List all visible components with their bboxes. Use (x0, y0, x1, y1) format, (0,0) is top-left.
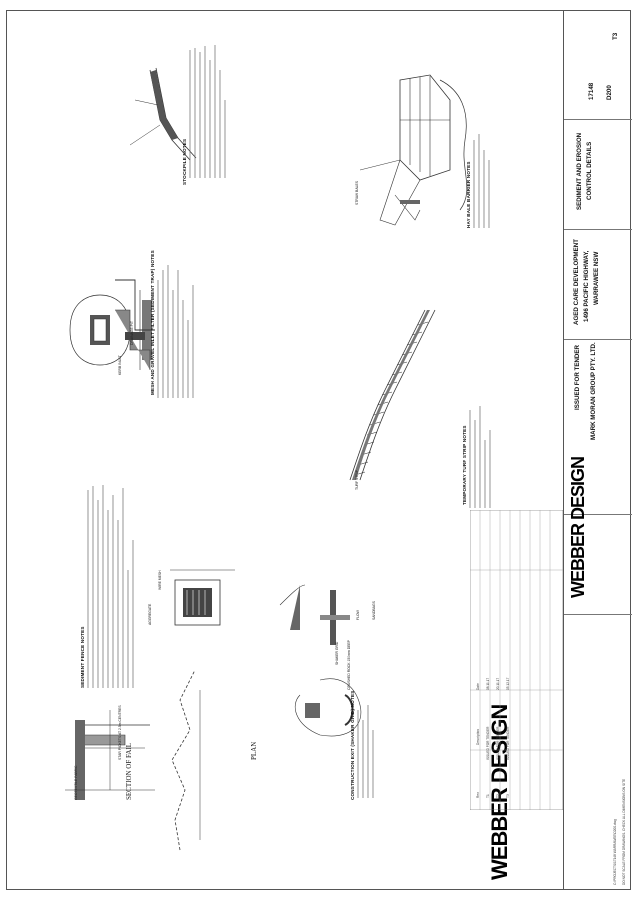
sandbags-label: SANDBAGS (372, 601, 376, 620)
drawing-title-line1: SEDIMENT AND EROSION (576, 132, 583, 210)
drawing-sheet (6, 10, 631, 890)
ramp-label: CRUSHED ROCK 150mm DEEP (347, 640, 351, 690)
tb-drawing-number-cell (564, 10, 632, 120)
stockpile-notes-text (189, 45, 226, 178)
sediment-trap-detail (170, 569, 235, 626)
revision-table (470, 510, 563, 810)
stockpile-detail (129, 67, 197, 161)
geotextile-label: GEOTEXTILE FABRIC (74, 765, 78, 800)
project-line2: 1496 PACIFIC HIGHWAY, (583, 250, 590, 322)
tb-status-cell (564, 340, 632, 515)
project-number: 17148 (588, 82, 595, 100)
rev-header-date: Date (476, 683, 480, 690)
turf-strip-detail (349, 309, 436, 481)
construction-exit-detail (279, 584, 362, 737)
rev-row-1-date: 08.11.17 (486, 677, 490, 690)
drawing-number: D200 (606, 85, 613, 100)
fence-section-caption: SECTION OF FAIL (125, 742, 133, 800)
rev-row-2-desc: ISSUED FOR TENDER (496, 726, 500, 760)
pit-notes-text (157, 265, 194, 398)
sediment-fence-plan (171, 669, 201, 851)
tb-project-cell (564, 230, 632, 340)
rev-row-2-rev: T2 (496, 794, 500, 798)
shaker-notes-text (357, 705, 374, 798)
star-pickets-label: STAR PICKETS AT 2.5m CENTRES (118, 705, 122, 760)
rev-row-1-desc: ISSUED FOR TENDER (486, 726, 490, 760)
rev-row-3-rev: T3 (506, 794, 510, 798)
hay-bale-notes-text (473, 134, 490, 228)
turf-label: TURF STRIP (355, 470, 359, 490)
revision-code: T3 (612, 32, 619, 40)
kerb-inlet-section (115, 279, 155, 370)
project-line3: WARRAWEE NSW (593, 251, 600, 305)
title-block-logo: WEBBER DESIGN (568, 456, 588, 598)
bale-label: STRAW BALES (355, 181, 359, 205)
tb-drawing-title-cell (564, 120, 632, 230)
drawing-title-line2: CONTROL DETAILS (586, 141, 593, 200)
rev-header-rev: Rev (476, 792, 480, 798)
project-line1: AGED CARE DEVELOPMENT (573, 239, 580, 325)
turf-notes-text (469, 406, 491, 508)
hay-bale-barrier-detail (359, 74, 468, 226)
kerb-label: KERB INLET (118, 355, 122, 375)
mesh-label: WIRE MESH (158, 570, 162, 590)
fence-plan-caption: PLAN (250, 741, 258, 760)
rev-row-3-desc: ISSUED FOR TENDER (506, 726, 510, 760)
gravel-label: AGGREGATE (148, 603, 152, 625)
client-name: MARK MORAN GROUP PTY. LTD. (590, 342, 597, 440)
sediment-fence-section (65, 710, 155, 800)
rev-row-3-date: 05.12.17 (506, 677, 510, 690)
shaker-label: SHAKER GRID (335, 641, 339, 665)
tb-logo-cell (564, 515, 632, 615)
rev-row-1-rev: T1 (486, 794, 490, 798)
rev-row-2-date: 20.11.17 (496, 677, 500, 690)
title-block (563, 10, 632, 890)
rev-header-desc: Description (476, 729, 480, 745)
pit-label: DRAINAGE PIT (130, 321, 134, 345)
flow-label: FLOW (356, 610, 360, 620)
fence-notes-text (87, 485, 134, 688)
status-text: ISSUED FOR TENDER (574, 345, 581, 410)
